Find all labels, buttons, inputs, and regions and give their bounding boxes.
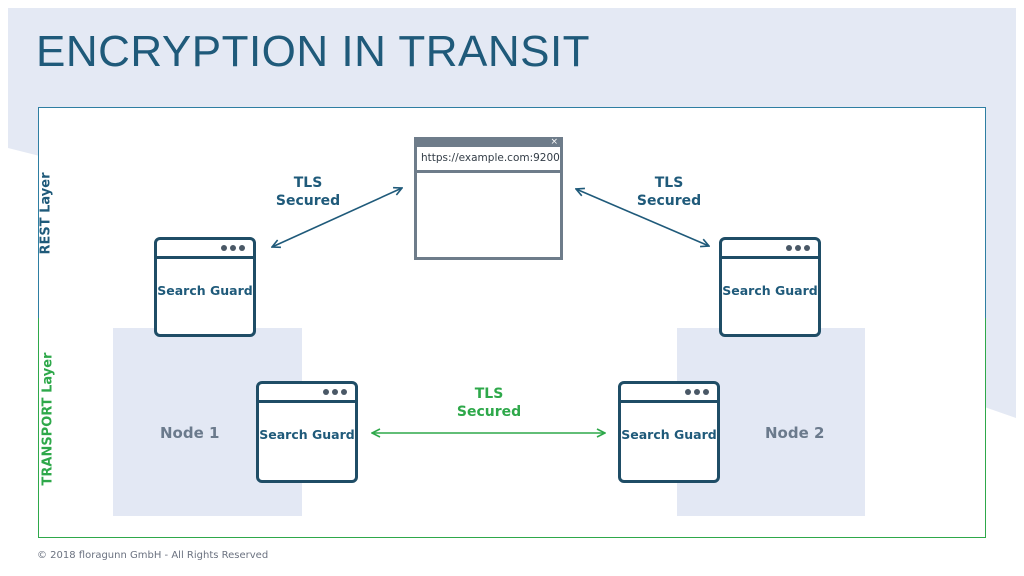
browser-url-bar: https://example.com:9200 — [417, 147, 560, 173]
search-guard-transport-left: Search Guard — [256, 381, 358, 483]
browser-titlebar: × — [417, 137, 560, 147]
search-guard-label: Search Guard — [621, 427, 717, 442]
more-dots-icon — [685, 389, 709, 395]
search-guard-label: Search Guard — [259, 427, 355, 442]
node-1-label: Node 1 — [160, 424, 220, 442]
window-titlebar — [722, 240, 818, 259]
search-guard-label: Search Guard — [157, 283, 253, 298]
window-titlebar — [157, 240, 253, 259]
page-title: ENCRYPTION IN TRANSIT — [36, 27, 591, 76]
tls-secured-label-transport: TLS Secured — [450, 385, 528, 421]
rest-layer-label: REST Layer — [38, 172, 54, 255]
window-titlebar — [259, 384, 355, 403]
window-titlebar — [621, 384, 717, 403]
secured-line: Secured — [636, 193, 702, 209]
more-dots-icon — [323, 389, 347, 395]
tls-line: TLS — [654, 175, 684, 191]
tls-line: TLS — [293, 175, 323, 191]
search-guard-label: Search Guard — [722, 283, 818, 298]
tls-line: TLS — [474, 386, 504, 402]
transport-layer-label: TRANSPORT Layer — [40, 352, 56, 486]
tls-secured-label-right: TLS Secured — [631, 174, 707, 210]
tls-secured-label-left: TLS Secured — [270, 174, 346, 210]
node-2-label: Node 2 — [765, 424, 825, 442]
search-guard-transport-right: Search Guard — [618, 381, 720, 483]
close-icon: × — [550, 137, 558, 147]
copyright-footer: © 2018 floragunn GmbH - All Rights Reser… — [37, 550, 269, 561]
more-dots-icon — [221, 245, 245, 251]
secured-line: Secured — [275, 193, 341, 209]
search-guard-rest-right: Search Guard — [719, 237, 821, 337]
secured-line: Secured — [456, 404, 522, 420]
browser-window: × https://example.com:9200 — [414, 137, 563, 260]
more-dots-icon — [786, 245, 810, 251]
search-guard-rest-left: Search Guard — [154, 237, 256, 337]
